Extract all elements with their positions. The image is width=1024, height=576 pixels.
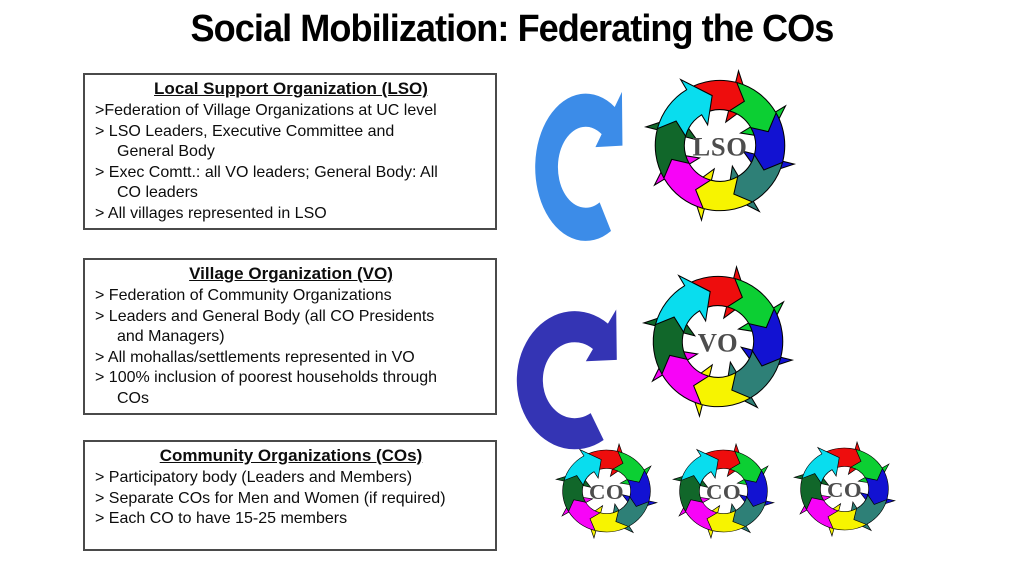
cycle-label: CO (827, 477, 862, 501)
curved-up-arrow-shape (516, 309, 617, 450)
lso-box-heading: Local Support Organization (LSO) (154, 79, 428, 98)
co-cycle-diagram-2: CO (670, 441, 777, 541)
vo-box-line: and Managers) (117, 328, 225, 345)
cycle-arrows-graphic: VO (641, 264, 795, 419)
lso-info-box: Local Support Organization (LSO) >Federa… (83, 73, 497, 230)
cycle-arrows-graphic: LSO (643, 68, 797, 223)
cycle-arrow-segment-7 (654, 274, 711, 334)
lso-box-line: CO leaders (117, 184, 198, 201)
co-cycle-diagram-3: CO (791, 439, 898, 539)
lso-box-line: > LSO Leaders, Executive Committee and (95, 122, 395, 140)
co-box-line: > Separate COs for Men and Women (if req… (95, 489, 446, 507)
cycle-label: CO (706, 479, 741, 503)
curved-up-arrow-shape (535, 91, 623, 241)
co-box-heading: Community Organizations (COs) (159, 446, 423, 465)
lso-box-line: >Federation of Village Organizations at … (95, 102, 437, 119)
vo-cycle-diagram: VO (639, 262, 797, 421)
lso-box-line: General Body (117, 143, 215, 160)
cycle-arrows-graphic: CO (793, 440, 896, 538)
cycle-arrow-segment-7 (680, 448, 719, 486)
lso-box-line: > Exec Comtt.: all VO leaders; General B… (95, 163, 438, 181)
co-box-line: > Each CO to have 15-25 members (95, 510, 348, 527)
vo-box-line: > Leaders and General Body (all CO Presi… (95, 307, 435, 325)
co-info-box: Community Organizations (COs) > Particip… (83, 440, 497, 551)
cycle-arrows-graphic: CO (555, 442, 658, 540)
lso-box-line: > All villages represented in LSO (95, 204, 327, 222)
vo-box-line: COs (117, 389, 149, 407)
cycle-label: LSO (692, 131, 747, 161)
cycle-arrow-segment-7 (656, 78, 713, 138)
flow-arrow-vo-to-lso (531, 85, 627, 247)
cycle-label: VO (698, 327, 739, 357)
flow-arrow-co-to-vo (512, 303, 622, 455)
cycle-arrow-segment-7 (563, 448, 602, 486)
lso-cycle-diagram: LSO (641, 66, 799, 225)
vo-box-line: > Federation of Community Organizations (95, 287, 392, 304)
co-box-line: > Participatory body (Leaders and Member… (95, 469, 413, 486)
co-cycle-diagram-1: CO (553, 441, 660, 541)
cycle-arrows-graphic: CO (672, 442, 775, 540)
cycle-label: CO (589, 479, 624, 503)
slide-title: Social Mobilization: Federating the COs (190, 8, 835, 50)
curved-up-arrow-icon (516, 309, 617, 450)
vo-box-heading: Village Organization (VO) (189, 264, 393, 283)
vo-info-box: Village Organization (VO) > Federation o… (83, 258, 497, 415)
curved-up-arrow-icon (535, 91, 623, 241)
vo-box-line: > All mohallas/settlements represented i… (95, 348, 415, 366)
cycle-arrow-segment-7 (801, 446, 840, 484)
vo-box-line: > 100% inclusion of poorest households t… (95, 369, 438, 386)
